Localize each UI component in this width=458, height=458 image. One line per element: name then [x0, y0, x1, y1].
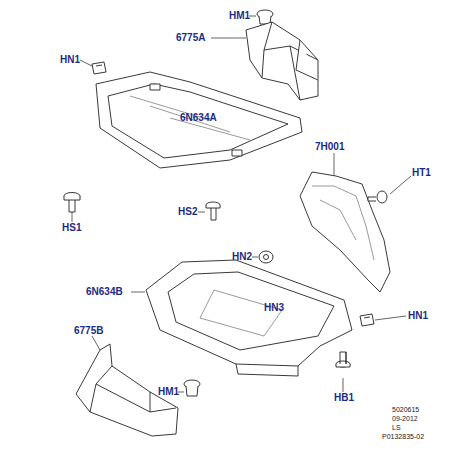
reference-number: 5020615 [392, 406, 419, 413]
callout-number: HN1 [60, 55, 80, 65]
callout-number: HS1 [62, 223, 81, 233]
part-number: 7H001 [315, 142, 344, 152]
callout-number: HN2 [232, 252, 252, 262]
part-number: 6N634A [180, 113, 217, 123]
part-number: 6N634B [86, 287, 123, 297]
callout-number: HN3 [264, 303, 284, 313]
drawing-number: P0132835-02 [382, 433, 424, 440]
callout-number: HN1 [408, 311, 428, 321]
callout-number: HM1 [158, 387, 179, 397]
callout-number: HS2 [178, 207, 197, 217]
callout-number: HM1 [229, 11, 250, 21]
model-note: LS [392, 424, 401, 431]
date-note: 09-2012 [392, 415, 418, 422]
part-number: 6775A [176, 33, 205, 43]
part-number: 6775B [74, 326, 103, 336]
callout-number: HT1 [412, 168, 431, 178]
callout-number: HB1 [334, 393, 354, 403]
